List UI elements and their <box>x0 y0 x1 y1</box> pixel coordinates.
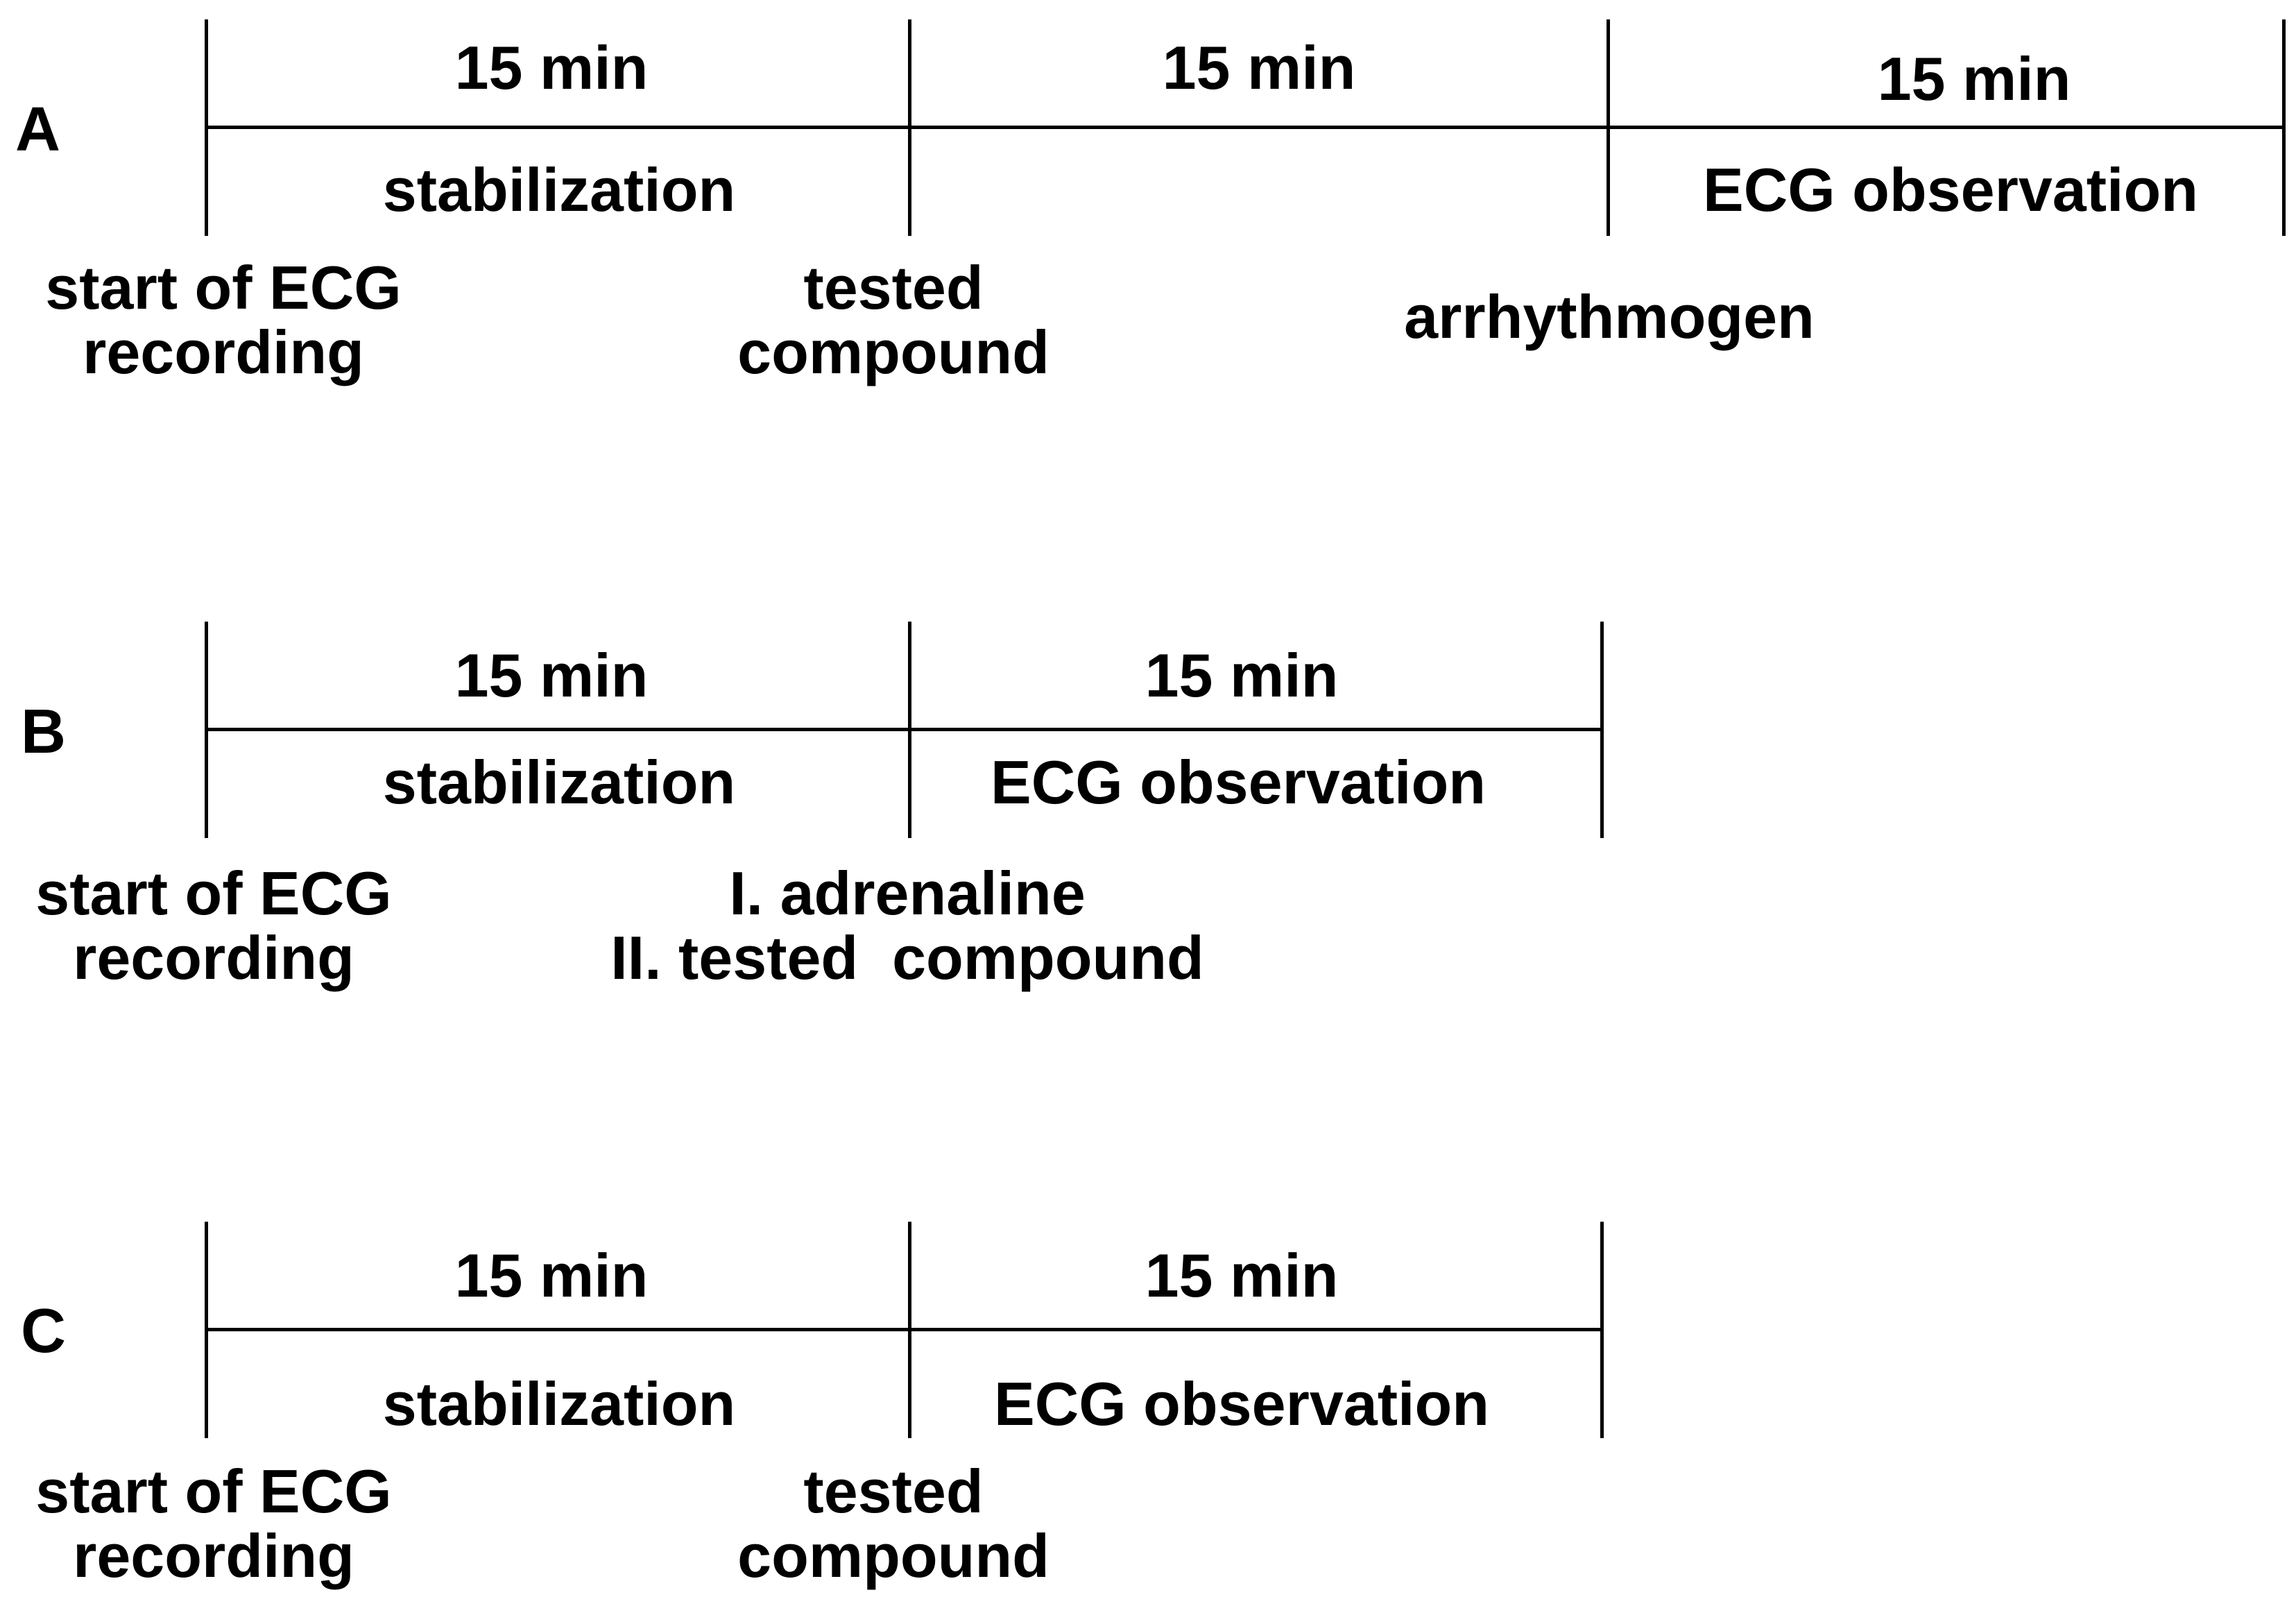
panel-c-duration-2: 15 min <box>1145 1241 1339 1310</box>
panel-c-phase-2: ECG observation <box>994 1369 1489 1438</box>
panel-a-event-tested-compound: tested compound <box>737 253 1050 386</box>
panel-a-tick-start <box>205 19 208 236</box>
panel-a-tick-3 <box>1607 19 1610 236</box>
panel-c-label: C <box>21 1297 66 1366</box>
panel-c-event-tested-compound: tested compound <box>737 1457 1050 1590</box>
panel-c-tick-2 <box>908 1222 911 1438</box>
panel-c-timeline-axis <box>206 1328 1602 1331</box>
panel-b-tick-start <box>205 622 208 838</box>
panel-a-phase-3: ECG observation <box>1703 155 2198 224</box>
panel-c-duration-1: 15 min <box>454 1241 649 1310</box>
panel-a-event-arrhythmogen: arrhythmogen <box>1404 282 1815 351</box>
panel-a-timeline-axis <box>206 126 2284 129</box>
panel-a-tick-2 <box>908 19 911 236</box>
panel-b-event-adrenaline-tested-compound: I. adrenaline II. tested compound <box>610 859 1204 992</box>
panel-a-tick-end <box>2282 19 2286 236</box>
panel-b-tick-end <box>1600 622 1604 838</box>
panel-a-phase-1: stabilization <box>382 155 736 224</box>
panel-c-tick-start <box>205 1222 208 1438</box>
panel-b-phase-2: ECG observation <box>991 748 1486 817</box>
panel-b-label: B <box>21 697 66 767</box>
panel-a-duration-3: 15 min <box>1877 44 2071 113</box>
panel-a-label: A <box>15 95 60 164</box>
panel-b-phase-1: stabilization <box>382 748 736 817</box>
panel-c-phase-1: stabilization <box>382 1369 736 1438</box>
panel-b-duration-1: 15 min <box>454 641 649 710</box>
panel-a-event-start-of-ecg: start of ECG recording <box>45 253 402 386</box>
panel-c-event-start-of-ecg: start of ECG recording <box>35 1457 392 1590</box>
panel-c-tick-end <box>1600 1222 1604 1438</box>
panel-b-timeline-axis <box>206 728 1602 731</box>
panel-b-tick-2 <box>908 622 911 838</box>
panel-a-duration-1: 15 min <box>454 33 649 102</box>
panel-b-event-start-of-ecg: start of ECG recording <box>35 859 392 992</box>
panel-b-duration-2: 15 min <box>1145 641 1339 710</box>
panel-a-duration-2: 15 min <box>1162 33 1356 102</box>
